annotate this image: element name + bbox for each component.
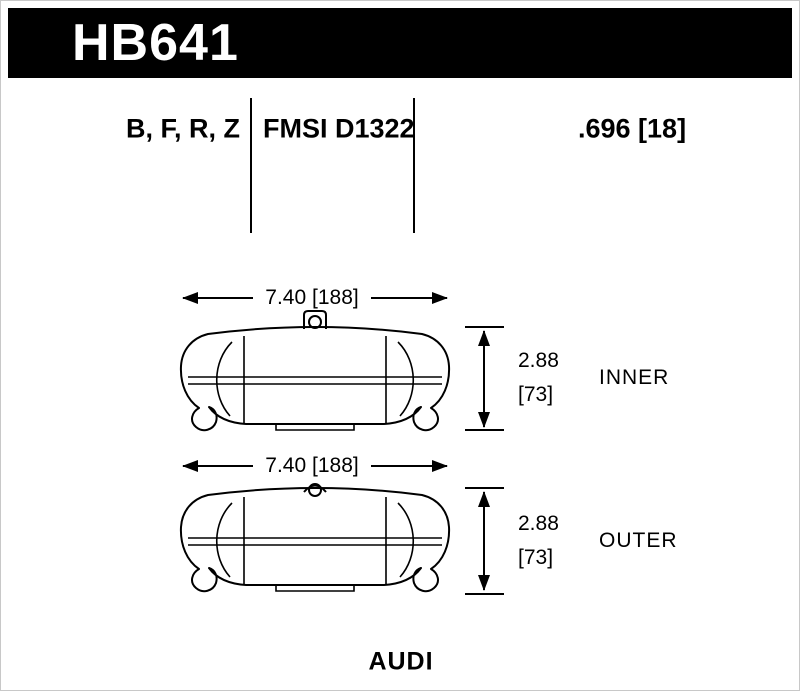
outer-height-inches: 2.88 bbox=[518, 512, 559, 535]
inner-height-inches: 2.88 bbox=[518, 349, 559, 372]
inner-height-mm: [73] bbox=[518, 383, 554, 406]
outer-height-dimension: 2.88 [73] bbox=[518, 507, 559, 575]
inner-height-dimension: 2.88 [73] bbox=[518, 344, 559, 412]
center-bump bbox=[303, 484, 327, 493]
inner-width-dimension: 7.40 [188] bbox=[265, 286, 359, 309]
vehicle-application: AUDI bbox=[368, 647, 434, 676]
outer-width-dimension: 7.40 [188] bbox=[265, 454, 359, 477]
center-hole bbox=[308, 483, 322, 497]
sensor-hole bbox=[308, 315, 322, 329]
outer-pad-outline bbox=[179, 483, 451, 593]
pad-thickness: .696 [18] bbox=[578, 113, 687, 144]
part-number-bar: HB641 bbox=[8, 8, 792, 78]
wear-sensor-tab bbox=[303, 310, 327, 329]
inner-pad-label: INNER bbox=[599, 366, 670, 389]
part-number: HB641 bbox=[72, 14, 239, 72]
outer-height-dimension-arrows bbox=[465, 487, 504, 595]
compound-codes: B, F, R, Z bbox=[126, 113, 240, 144]
spec-divider-right bbox=[413, 98, 415, 233]
inner-pad-outline bbox=[179, 310, 451, 432]
inner-height-dimension-arrows bbox=[465, 326, 504, 431]
outer-pad-label: OUTER bbox=[599, 529, 678, 552]
spec-divider-left bbox=[250, 98, 252, 233]
outer-height-mm: [73] bbox=[518, 546, 554, 569]
fmsi-number: FMSI D1322 bbox=[263, 113, 415, 144]
